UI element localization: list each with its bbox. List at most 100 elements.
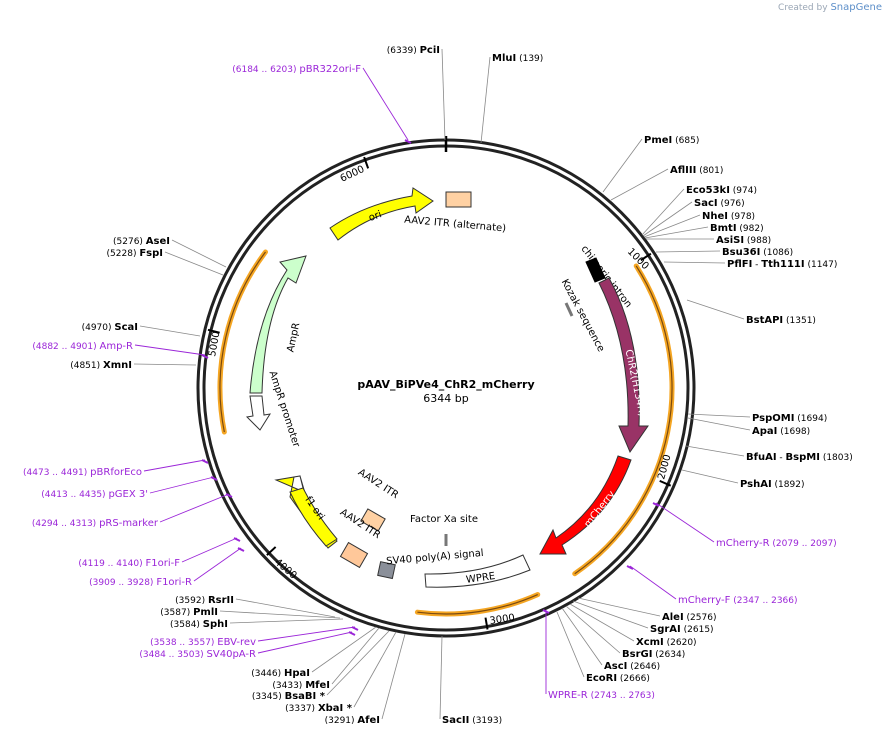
primer-leader [149,476,215,494]
enzyme-label: AsiSI (988) [716,235,771,246]
enzyme-site[interactable]: (3584) SphI [170,619,228,630]
primer-site[interactable]: (3484 .. 3503) SV40pA-R [139,649,256,660]
enzyme-label: EcoRI (2666) [586,673,650,684]
enzyme-site[interactable]: SgrAI (2615) [650,624,714,635]
enzyme-leader [686,299,745,320]
enzyme-site[interactable]: SacI (976) [694,198,745,209]
primer-label: WPRE-R (2743 .. 2763) [548,690,655,701]
primer-site[interactable]: mCherry-F (2347 .. 2366) [678,595,798,606]
enzyme-leader [685,445,745,457]
feature-aav2-itr-1[interactable] [360,508,386,532]
enzyme-site[interactable]: MluI (139) [492,53,543,64]
plasmid-name: pAAV_BiPVe4_ChR2_mCherry [357,378,534,391]
tick-mark [207,328,220,334]
enzyme-site[interactable]: BmtI (982) [710,223,764,234]
feature-aav2-itr-2[interactable] [339,541,369,569]
feature-aav2-itr-alt[interactable] [445,191,472,208]
enzyme-label: (3584) SphI [170,619,228,630]
snapgene-brand: Created by SnapGene [778,2,882,13]
enzyme-site[interactable]: SacII (3193) [442,715,502,726]
feature-ampr[interactable] [249,255,307,394]
primer-site[interactable]: (4882 .. 4901) Amp-R [32,341,133,352]
primer-site[interactable]: mCherry-R (2079 .. 2097) [716,538,837,549]
enzyme-site[interactable]: (3446) HpaI [251,668,310,679]
enzyme-site[interactable]: BsrGI (2634) [622,649,685,660]
primer-site[interactable]: (4413 .. 4435) pGEX 3' [41,489,148,500]
enzyme-site[interactable]: (5228) FspI [107,248,163,259]
enzyme-label: AleI (2576) [662,612,716,623]
orf-arcs [217,249,675,617]
enzyme-label: (3337) XbaI * [285,703,353,714]
enzyme-site[interactable]: PflFI - Tth111I (1147) [727,259,837,270]
enzyme-leader [572,600,649,629]
primer-mark [210,476,218,481]
primer-site[interactable]: (4473 .. 4491) pBRforEco [23,467,142,478]
enzyme-site[interactable]: AscI (2646) [604,661,660,672]
feature-ori[interactable] [329,187,434,241]
enzyme-label: SacII (3193) [442,715,502,726]
feature-chr2[interactable] [598,277,649,454]
primer-site[interactable]: (4119 .. 4140) F1ori-F [78,558,180,569]
enzyme-label: Bsu36I (1086) [722,247,793,258]
enzyme-leader [439,635,443,720]
enzyme-site[interactable]: XcmI (2620) [636,637,697,648]
feature-wpre[interactable] [424,554,531,588]
enzyme-site[interactable]: NheI (978) [702,211,755,222]
primer-label: mCherry-R (2079 .. 2097) [716,538,837,549]
primer-label: (4413 .. 4435) pGEX 3' [41,489,148,500]
enzyme-site[interactable]: (6339) PciI [387,45,440,56]
feature-ampr-promoter[interactable] [245,395,272,431]
tick-marks [207,136,672,630]
enzyme-site[interactable]: (4970) ScaI [82,322,138,333]
feature-factor-xa-label: Factor Xa site [410,514,478,525]
primer-site[interactable]: WPRE-R (2743 .. 2763) [548,690,655,701]
tick-mark [659,479,672,487]
primer-mark [225,493,233,498]
enzyme-site[interactable]: (5276) AseI [113,236,170,247]
enzyme-site[interactable]: AflIII (801) [670,165,723,176]
feature-sv40-polya-label: SV40 poly(A) signal [386,548,484,567]
enzyme-leader [139,325,201,337]
tick-5000: 5000 [207,331,222,358]
enzyme-site[interactable]: BstAPI (1351) [746,315,816,326]
enzyme-site[interactable]: AsiSI (988) [716,235,771,246]
primer-label: mCherry-F (2347 .. 2366) [678,595,798,606]
enzyme-site[interactable]: Bsu36I (1086) [722,247,793,258]
primer-site[interactable]: (6184 .. 6203) pBR322ori-F [232,64,361,75]
feature-mcherry[interactable] [539,455,632,555]
enzyme-site[interactable]: (3587) PmlI [160,607,218,618]
enzyme-label: PmeI (685) [644,135,699,146]
enzyme-site[interactable]: (3592) RsrII [175,595,234,606]
enzyme-site[interactable]: (3337) XbaI * [285,703,353,714]
enzyme-leader [663,261,726,264]
enzyme-site[interactable]: Eco53kI (974) [686,185,757,196]
enzyme-site[interactable]: EcoRI (2666) [586,673,650,684]
enzyme-label: PshAI (1892) [740,479,804,490]
enzyme-label: (3291) AfeI [325,715,380,726]
feature-kozak[interactable] [564,302,574,317]
tick-mark [266,546,277,556]
enzyme-leader [641,188,685,236]
primer-site[interactable]: (3909 .. 3928) F1ori-R [89,577,192,588]
enzyme-site[interactable]: ApaI (1698) [752,426,810,437]
enzyme-site[interactable]: (3433) MfeI [272,680,330,691]
feature-sv40-polya[interactable] [377,561,396,580]
enzyme-site[interactable]: (3345) BsaBI * [252,691,326,702]
enzyme-site[interactable]: BfuAI - BspMI (1803) [746,452,853,463]
primer-site[interactable]: (4294 .. 4313) pRS-marker [32,518,159,529]
primer-site[interactable]: (3538 .. 3557) EBV-rev [150,637,256,648]
enzyme-label: SacI (976) [694,198,745,209]
tick-mark [484,617,489,630]
enzyme-site[interactable]: PshAI (1892) [740,479,804,490]
enzyme-site[interactable]: (4851) XmnI [70,360,132,371]
feature-chimeric-intron[interactable] [585,257,606,283]
enzyme-site[interactable]: AleI (2576) [662,612,716,623]
enzyme-site[interactable]: (3291) AfeI [325,715,380,726]
plasmid-size: 6344 bp [423,392,468,405]
enzyme-leader [644,226,709,239]
orf-arc-core [417,593,538,615]
enzyme-site[interactable]: PspOMI (1694) [752,413,827,424]
orf-arc-core [219,251,266,433]
enzyme-label: BsrGI (2634) [622,649,685,660]
enzyme-site[interactable]: PmeI (685) [644,135,699,146]
